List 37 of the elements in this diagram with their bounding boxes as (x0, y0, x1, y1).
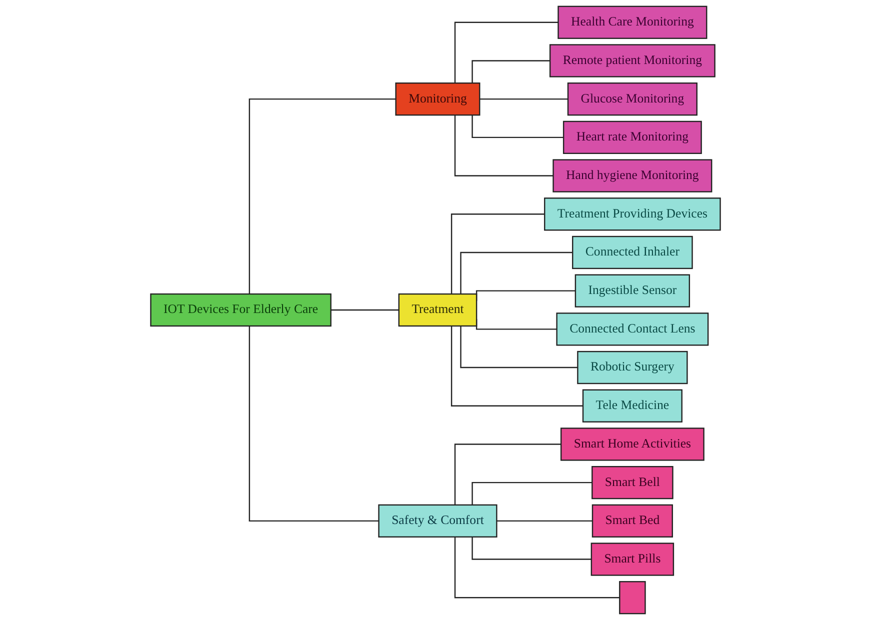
connector (454, 22, 558, 84)
node-box: Smart Home Activities (560, 428, 704, 461)
node-box: IOT Devices For Elderly Care (150, 293, 332, 327)
connector (460, 252, 573, 294)
node-box (619, 581, 646, 614)
node-box: Robotic Surgery (577, 350, 688, 384)
connector (248, 326, 379, 522)
node-box: Remote patient Monitoring (549, 44, 716, 78)
node-box: Glucose Monitoring (567, 82, 698, 116)
connector (479, 98, 568, 100)
connector (248, 98, 396, 294)
connector (460, 326, 578, 368)
node-box: Smart Bed (592, 504, 673, 538)
connector (472, 115, 564, 138)
connector (472, 536, 592, 560)
connector (496, 520, 592, 522)
node-box: Connected Contact Lens (556, 312, 709, 346)
node-box: Health Care Monitoring (558, 6, 708, 39)
node-box: Connected Inhaler (572, 236, 693, 270)
connector (454, 536, 620, 598)
connector (472, 482, 592, 505)
node-box: Smart Pills (590, 542, 674, 576)
node-box: Treatment Providing Devices (544, 198, 721, 231)
node-box: Monitoring (395, 82, 480, 116)
node-box: Safety & Comfort (378, 504, 498, 538)
connector (472, 60, 550, 84)
node-box: Hand hygiene Monitoring (552, 159, 712, 192)
connector (330, 309, 399, 311)
connector (450, 326, 583, 406)
node-box: Ingestible Sensor (574, 274, 690, 308)
node-box: Smart Bell (592, 466, 674, 500)
connector (450, 214, 545, 294)
node-box: Treatment (398, 293, 478, 327)
node-box: Heart rate Monitoring (562, 120, 702, 154)
connector (454, 115, 554, 176)
node-box: Tele Medicine (582, 389, 682, 422)
connector (454, 444, 562, 505)
